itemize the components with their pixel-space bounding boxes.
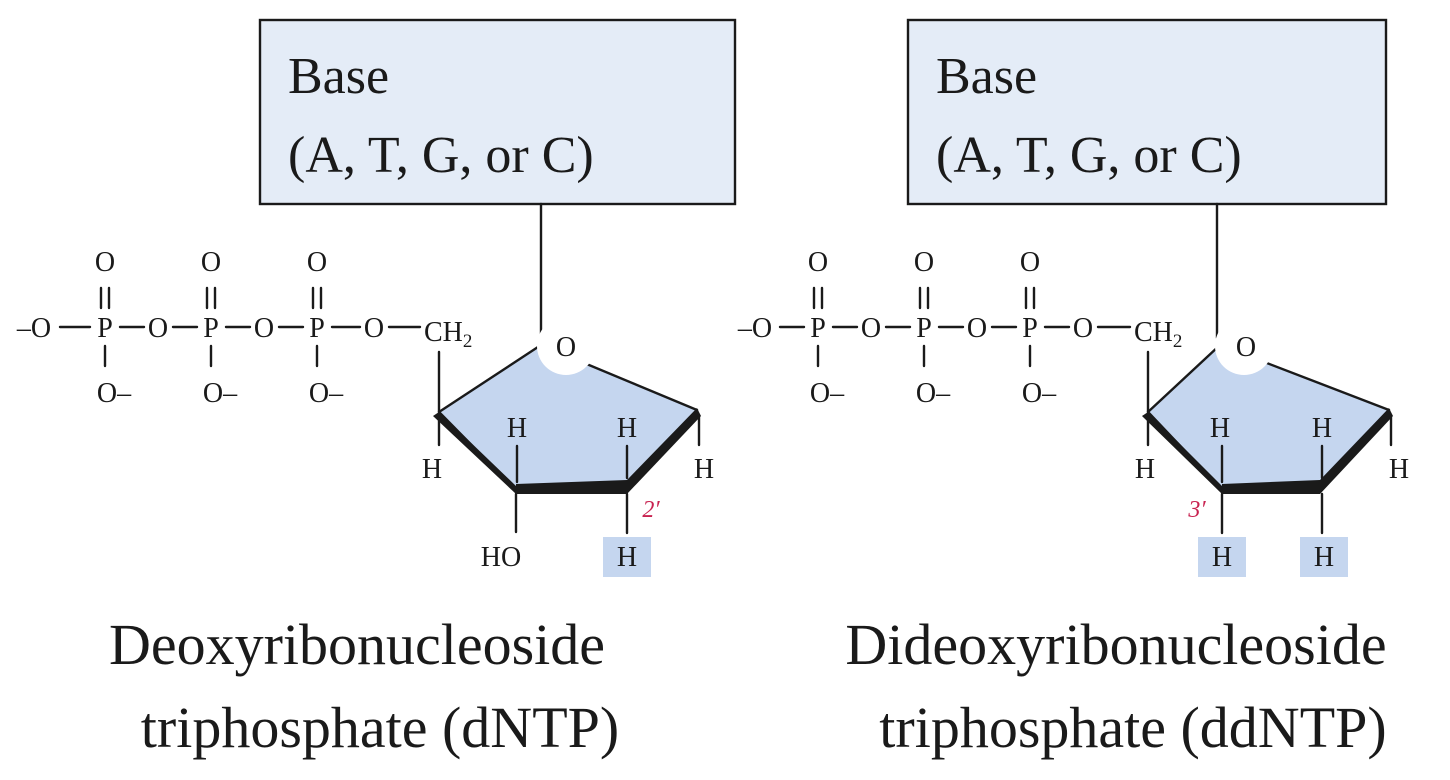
highlight-box — [603, 537, 651, 577]
c1-hydrogen: H — [1389, 454, 1409, 485]
base-box — [258, 18, 737, 206]
bridge-oxygen: O — [1073, 313, 1093, 344]
base-box — [906, 18, 1388, 206]
c4-hydrogen: H — [422, 454, 442, 485]
c2-hydrogen: H — [1312, 413, 1332, 444]
molecule-ddntp: Base (A, T, G, or C) O –O P O O– O P O O… — [737, 18, 1409, 760]
phosphorus-beta: P — [203, 313, 219, 344]
base-label: Base — [288, 48, 389, 105]
ch2-group: CH2 — [424, 317, 472, 352]
double-bond-oxygen: O — [914, 247, 934, 278]
ring-front-edge — [433, 412, 516, 494]
ring-front-edge — [627, 408, 701, 494]
c3-substituent-hydrogen: H — [1212, 542, 1232, 573]
c2-substituent-hydrogen: H — [1314, 542, 1334, 573]
charged-oxygen: O– — [1022, 378, 1057, 409]
base-label: Base — [936, 48, 1037, 105]
sugar-ring — [1146, 343, 1391, 492]
highlight-box — [1300, 537, 1348, 577]
c3-hydrogen: H — [507, 413, 527, 444]
base-options: (A, T, G, or C) — [936, 127, 1242, 184]
phosphorus-alpha: P — [810, 313, 826, 344]
caption-line-2: triphosphate (ddNTP) — [879, 695, 1386, 760]
bridge-oxygen: O — [254, 313, 274, 344]
highlight-box — [1198, 537, 1246, 577]
ring-oxygen-gap — [1215, 317, 1273, 375]
terminal-oxygen: –O — [16, 313, 51, 344]
locant-label: 2′ — [642, 497, 660, 523]
c2-substituent-hydrogen: H — [617, 542, 637, 573]
charged-oxygen: O– — [810, 378, 845, 409]
charged-oxygen: O– — [97, 378, 132, 409]
ring-front-edge — [516, 480, 627, 494]
locant-label: 3′ — [1187, 497, 1206, 523]
double-bond-oxygen: O — [95, 247, 115, 278]
phosphorus-beta: P — [916, 313, 932, 344]
phosphorus-alpha: P — [97, 313, 113, 344]
double-bond-oxygen: O — [201, 247, 221, 278]
charged-oxygen: O– — [203, 378, 238, 409]
phosphorus-gamma: P — [1022, 313, 1038, 344]
caption-line-1: Deoxyribonucleoside — [109, 612, 605, 677]
c1-hydrogen: H — [694, 454, 714, 485]
double-bond-oxygen: O — [307, 247, 327, 278]
double-bond-oxygen: O — [808, 247, 828, 278]
ring-oxygen: O — [1236, 332, 1256, 363]
caption-line-1: Dideoxyribonucleoside — [845, 612, 1386, 677]
ring-front-edge — [1222, 480, 1320, 494]
molecule-dntp: Base (A, T, G, or C) O –O P O O– O P O O… — [16, 18, 737, 760]
ch2-group: CH2 — [1134, 317, 1182, 352]
ring-oxygen-gap — [537, 317, 595, 375]
bridge-oxygen: O — [364, 313, 384, 344]
terminal-oxygen: –O — [737, 313, 772, 344]
ring-front-edge — [1320, 408, 1393, 494]
ring-front-edge — [1142, 412, 1222, 494]
double-bond-oxygen: O — [1020, 247, 1040, 278]
caption-line-2: triphosphate (dNTP) — [141, 695, 619, 760]
bridge-oxygen: O — [148, 313, 168, 344]
bridge-oxygen: O — [861, 313, 881, 344]
c3-hydrogen: H — [1210, 413, 1230, 444]
c3-hydroxyl: HO — [481, 542, 521, 573]
ring-oxygen: O — [556, 332, 576, 363]
c2-hydrogen: H — [617, 413, 637, 444]
bridge-oxygen: O — [967, 313, 987, 344]
charged-oxygen: O– — [916, 378, 951, 409]
phosphorus-gamma: P — [309, 313, 325, 344]
c4-hydrogen: H — [1135, 454, 1155, 485]
charged-oxygen: O– — [309, 378, 344, 409]
base-options: (A, T, G, or C) — [288, 127, 594, 184]
